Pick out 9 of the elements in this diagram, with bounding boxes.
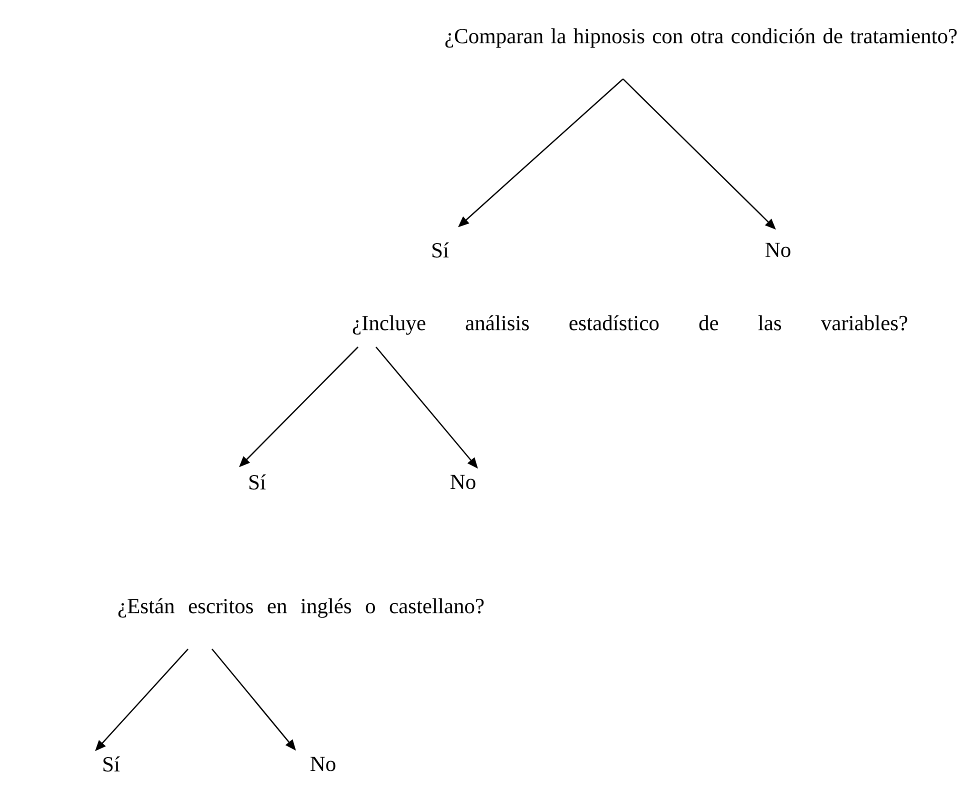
answer-text: No [450,474,476,490]
question-text: ¿Incluye análisis estadístico de las variables? [352,315,908,335]
answer-text: No [765,242,790,258]
answer-text: No [310,756,336,772]
answer-text: Sí [103,756,120,772]
question-text: ¿Están escritos en inglés o castellano? [118,598,484,618]
answer-text: Sí [249,474,266,490]
answer-text: Sí [432,242,449,258]
question-text: ¿Comparan la hipnosis con otra condición de tratamiento? [445,28,957,48]
